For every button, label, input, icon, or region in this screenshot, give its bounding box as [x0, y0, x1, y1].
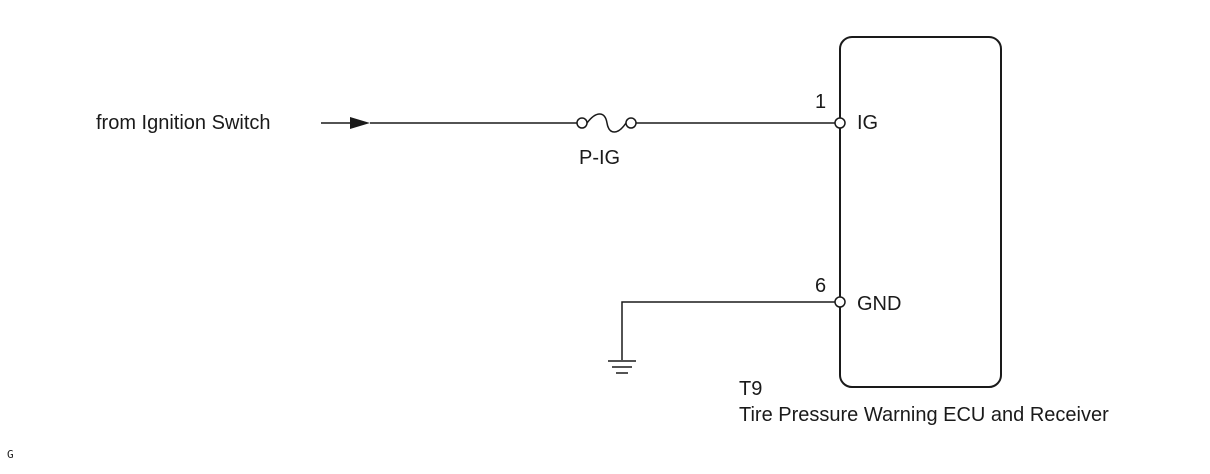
pin-6-terminal — [834, 296, 846, 308]
source-arrow-head — [350, 117, 370, 129]
pin-6-number: 6 — [815, 275, 827, 297]
fuse-label: P-IG — [579, 147, 621, 169]
corner-mark: G — [7, 448, 14, 461]
ecu-code: T9 — [739, 378, 763, 400]
pin-6-label: GND — [857, 293, 902, 315]
source-label: from Ignition Switch — [96, 112, 271, 134]
pin-1-label: IG — [857, 112, 879, 134]
ground-wire — [621, 301, 835, 360]
ground-icon — [608, 360, 636, 374]
ecu-box — [839, 36, 1002, 388]
pin-1-number: 1 — [815, 91, 827, 113]
fuse-symbol — [576, 113, 637, 133]
pin-1-terminal — [834, 117, 846, 129]
ecu-name: Tire Pressure Warning ECU and Receiver — [739, 404, 1109, 426]
